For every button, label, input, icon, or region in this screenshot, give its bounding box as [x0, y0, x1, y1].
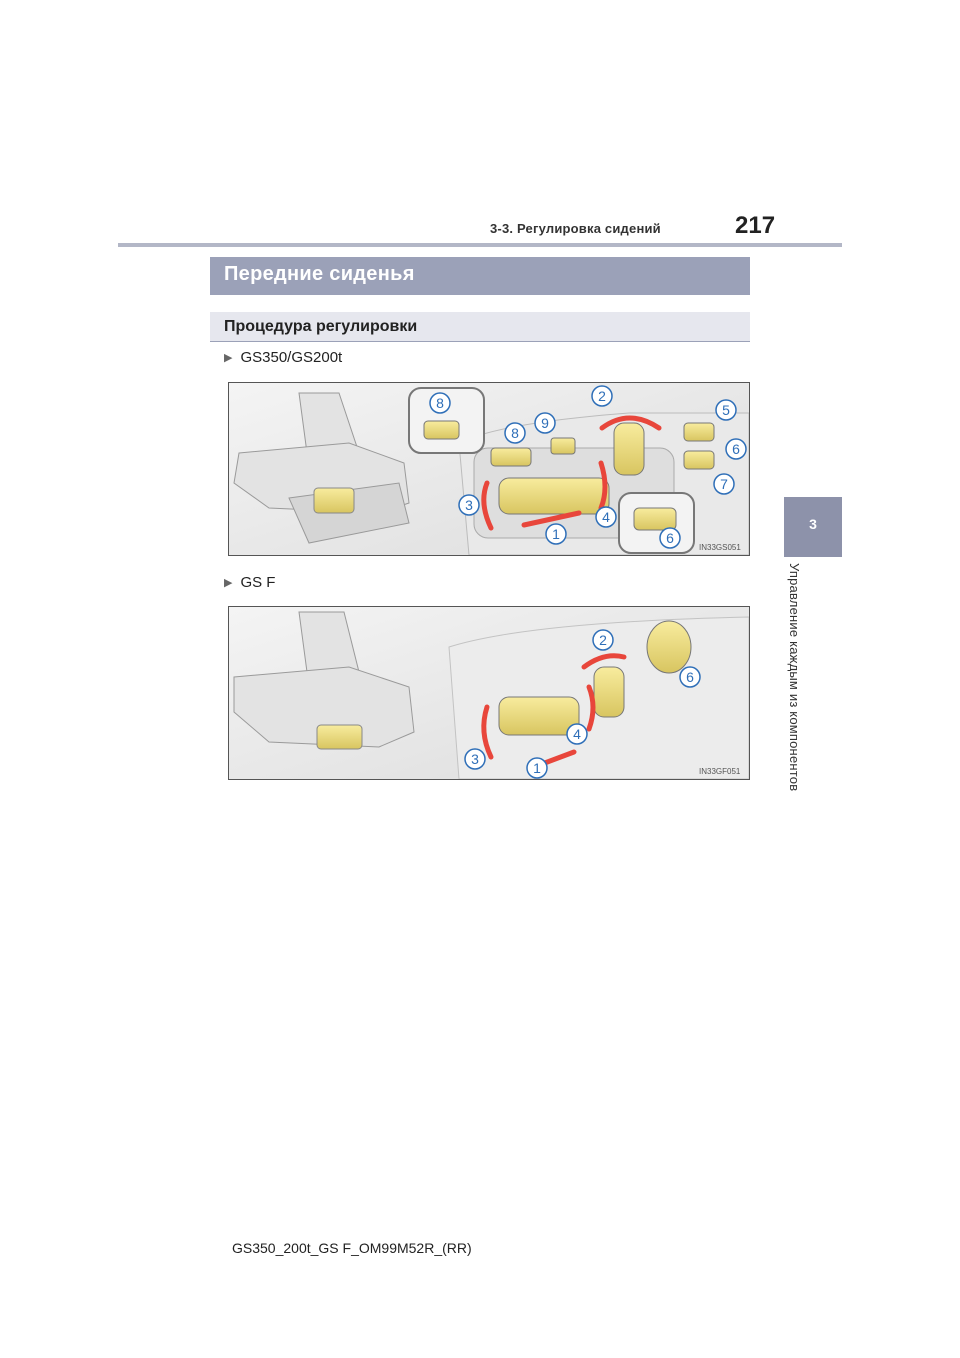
triangle-bullet-icon: ▶ [224, 577, 233, 589]
callout: 4 [602, 509, 610, 525]
callout: 8 [436, 395, 444, 411]
page-number: 217 [735, 212, 776, 239]
seat-controls-illustration: 2 6 4 3 1 IN33GF051 [229, 607, 749, 779]
callout: 1 [552, 526, 560, 542]
callout: 8 [511, 425, 519, 441]
chapter-tab-label: Управление каждым из компонентов [787, 563, 802, 792]
model-name: GS F [240, 574, 276, 591]
callout: 9 [541, 415, 549, 431]
callout: 6 [666, 530, 674, 546]
figure-seat-controls-gs350: 8 8 9 2 5 6 7 3 4 1 6 IN33GS051 [228, 382, 750, 556]
seat-illustration [233, 392, 410, 544]
callout: 1 [533, 760, 541, 776]
callout: 3 [465, 497, 473, 513]
figure-seat-controls-gsf: 2 6 4 3 1 IN33GF051 [228, 606, 750, 780]
subsection-title: Процедура регулировки [210, 312, 750, 342]
seat-illustration [233, 611, 415, 750]
model-label-gsf: ▶ GS F [224, 574, 275, 591]
header-rule [118, 243, 842, 247]
section-title: Передние сиденья [210, 257, 750, 295]
callout: 7 [720, 476, 728, 492]
figure-code: IN33GF051 [699, 767, 741, 776]
chapter-tab-number: 3 [809, 516, 817, 532]
callout: 2 [599, 632, 607, 648]
triangle-bullet-icon: ▶ [224, 352, 233, 364]
callout: 6 [686, 669, 694, 685]
chapter-tab [784, 497, 842, 557]
running-header-section: 3-3. Регулировка сидений [490, 221, 661, 236]
figure-code: IN33GS051 [699, 543, 741, 552]
callout: 4 [573, 726, 581, 742]
callout: 5 [722, 402, 730, 418]
callout: 3 [471, 751, 479, 767]
callout: 6 [732, 441, 740, 457]
model-name: GS350/GS200t [240, 349, 343, 366]
seat-controls-illustration: 8 8 9 2 5 6 7 3 4 1 6 IN33GS051 [229, 383, 749, 555]
model-label-gs350: ▶ GS350/GS200t [224, 349, 342, 366]
callout: 2 [598, 388, 606, 404]
document-footer: GS350_200t_GS F_OM99M52R_(RR) [232, 1240, 472, 1256]
